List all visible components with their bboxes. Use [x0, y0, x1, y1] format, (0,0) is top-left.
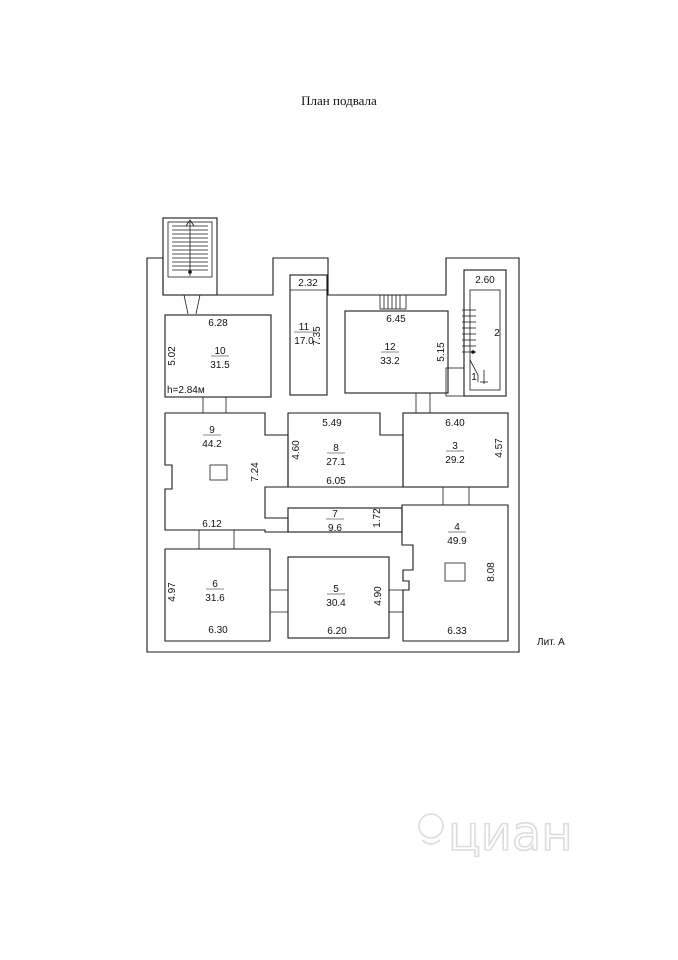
dimension-label: 6.28: [208, 318, 228, 329]
room-number: 7: [332, 509, 338, 520]
room-number: 5: [333, 584, 339, 595]
dimension-label: 4.97: [167, 582, 178, 602]
room-3-label: 3 29.2: [445, 441, 465, 466]
room-area: 44.2: [202, 439, 222, 450]
dimension-label: 1.72: [372, 508, 383, 528]
dimension-label: 6.30: [208, 625, 228, 636]
room-4-label: 4 49.9: [447, 522, 467, 547]
ceiling-height-note: h=2.84м: [167, 385, 205, 396]
room-number: 4: [454, 522, 460, 533]
room-area: 17.0: [294, 336, 314, 347]
room-12-label: 12 33.2: [380, 342, 400, 367]
entrance-stair: [162, 217, 218, 315]
room-area: 9.6: [328, 523, 342, 534]
room-9-label: 9 44.2: [202, 425, 222, 450]
watermark-logo-icon: [418, 813, 444, 845]
dimension-label: 2.60: [475, 275, 495, 286]
dimension-label: 6.20: [327, 626, 347, 637]
dimension-label: 4.90: [373, 586, 384, 606]
room-labels: 10 31.5 11 17.0 12 33.2 9 44.2 8 27.1 3 …: [202, 322, 500, 609]
room-number: 10: [214, 346, 226, 357]
dimension-label: 7.24: [250, 462, 261, 482]
dimension-label: 6.40: [445, 418, 465, 429]
dimension-label: 6.05: [326, 476, 346, 487]
room-number: 6: [212, 579, 218, 590]
dimension-label: 5.02: [167, 346, 178, 366]
room-number: 8: [333, 443, 339, 454]
dimension-label: 4.57: [494, 438, 505, 458]
room-1-number: 1: [471, 372, 477, 383]
room-area: 49.9: [447, 536, 467, 547]
room-walls: [164, 274, 509, 642]
room-number: 12: [384, 342, 396, 353]
room-7-label: 7 9.6: [326, 509, 344, 534]
dimension-label: 7.35: [312, 326, 323, 346]
stair-shaft-right: [445, 269, 507, 397]
room-number: 3: [452, 441, 458, 452]
room-area: 33.2: [380, 356, 400, 367]
dimension-label: 6.33: [447, 626, 467, 637]
room-area: 29.2: [445, 455, 465, 466]
room-10-label: 10 31.5: [210, 346, 230, 371]
room-area: 27.1: [326, 457, 346, 468]
page-title: План подвала: [301, 93, 377, 108]
dimension-label: 6.45: [386, 314, 406, 325]
room-number: 9: [209, 425, 215, 436]
room-6-label: 6 31.6: [205, 579, 225, 604]
dimension-label: 6.12: [202, 519, 222, 530]
dimension-labels: 6.28 5.02 2.32 7.35 6.45 5.15 2.60 5.49 …: [167, 275, 505, 637]
room-area: 30.4: [326, 598, 346, 609]
dimension-label: 5.49: [322, 418, 342, 429]
dimension-label: 2.32: [298, 278, 318, 289]
room-area: 31.5: [210, 360, 230, 371]
watermark-text: циан: [448, 806, 573, 862]
liter-label: Лит. А: [537, 637, 565, 648]
room-number: 11: [299, 322, 310, 333]
room-area: 31.6: [205, 593, 225, 604]
room-8-label: 8 27.1: [326, 443, 346, 468]
dimension-label: 4.60: [291, 440, 302, 460]
openings: [198, 393, 470, 613]
inner-stair-12: [379, 294, 407, 310]
room-2-number: 2: [494, 328, 500, 339]
dimension-label: 8.08: [486, 562, 497, 582]
dimension-label: 5.15: [436, 342, 447, 362]
watermark: циан: [418, 805, 573, 863]
room-11-label: 11 17.0: [294, 322, 314, 347]
room-5-label: 5 30.4: [326, 584, 346, 609]
